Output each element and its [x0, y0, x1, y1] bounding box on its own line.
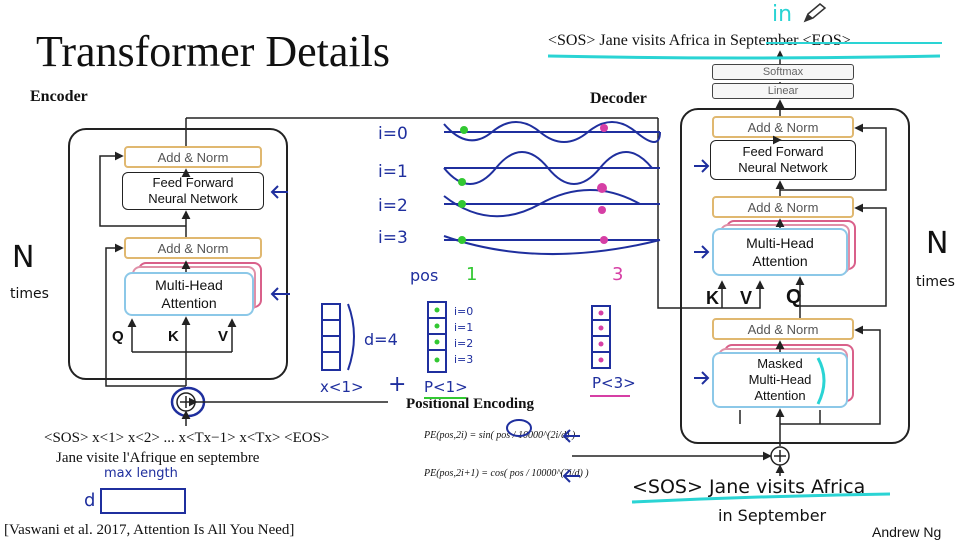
decoder-q-label: Q — [786, 286, 802, 308]
wave-markers — [458, 124, 608, 244]
encoder-input-tokens: <SOS> x<1> x<2> ... x<Tx−1> x<Tx> <EOS> — [44, 430, 330, 446]
x1-label: x<1> — [320, 378, 364, 396]
wave-label-i2: i=2 — [378, 196, 408, 216]
pos-circle — [506, 419, 532, 437]
input-matrix-box — [100, 488, 186, 514]
vector-p1-dots — [434, 307, 440, 363]
output-strikethrough — [766, 42, 942, 44]
col-label-i0: i=0 — [454, 305, 474, 318]
col-label-i2: i=2 — [454, 337, 474, 350]
decoder-masked-mha: Masked Multi-Head Attention — [712, 352, 848, 408]
wave-label-i0: i=0 — [378, 124, 408, 144]
encoder-v-label: V — [218, 328, 229, 345]
decoder-times-label: times — [916, 274, 955, 290]
d-label: d — [84, 490, 96, 511]
pe-formula-sin: PE(pos,2i) = sin( pos / 10000^(2i/d) ) — [424, 430, 576, 441]
encoder-ffn-label: Feed Forward Neural Network — [148, 175, 238, 206]
encoder-add-norm-bottom: Add & Norm — [124, 237, 262, 259]
decoder-n-label: N — [926, 226, 949, 261]
decoder-arrows — [739, 50, 887, 446]
decoder-mha-label: Multi-Head Attention — [746, 235, 814, 269]
encoder-arrows — [99, 117, 765, 387]
d-equals-label: d=4 — [364, 330, 398, 349]
positional-encoding-title: Positional Encoding — [406, 396, 534, 412]
col-label-i3: i=3 — [454, 353, 474, 366]
decoder-outer-box — [680, 108, 910, 444]
encoder-k-label: K — [168, 328, 179, 345]
vector-x1 — [321, 303, 355, 371]
pe-formula-cos: PE(pos,2i+1) = cos( pos / 10000^(2i/d) ) — [424, 468, 589, 479]
pos-label: pos — [410, 266, 439, 285]
decoder-label: Decoder — [590, 90, 647, 107]
plus-label: + — [388, 372, 407, 397]
decoder-mha: Multi-Head Attention — [712, 228, 848, 276]
decoder-output-sentence: <SOS> Jane visits Africa in September <E… — [548, 32, 851, 49]
decoder-masked-mha-label: Masked Multi-Head Attention — [748, 356, 812, 403]
decoder-add-norm-1: Add & Norm — [712, 116, 854, 138]
output-correction-in: in — [772, 2, 793, 27]
vector-p3 — [591, 305, 611, 369]
decoder-input-line1: <SOS> Jane visits Africa — [632, 476, 866, 498]
decoder-add-norm-2: Add & Norm — [712, 196, 854, 218]
decoder-k-label: K — [706, 288, 719, 308]
encoder-input-sentence: Jane visite l'Afrique en septembre — [56, 450, 260, 466]
author: Andrew Ng — [872, 524, 942, 540]
encoder-n-label: N — [12, 240, 35, 275]
pencil-icon — [802, 2, 828, 29]
citation: [Vaswani et al. 2017, Attention Is All Y… — [4, 522, 295, 538]
masked-bracket — [816, 357, 826, 405]
col-label-i1: i=1 — [454, 321, 474, 334]
encoder-mha: Multi-Head Attention — [124, 272, 254, 316]
encoder-times-label: times — [10, 286, 49, 302]
encoder-mha-label: Multi-Head Attention — [155, 277, 223, 311]
decoder-softmax: Softmax — [712, 64, 854, 80]
pos-1-label: 1 — [466, 264, 478, 285]
encoder-add-norm-top: Add & Norm — [124, 146, 262, 168]
vector-p3-dots — [598, 310, 604, 363]
slide-title: Transformer Details — [36, 27, 390, 76]
p3-label: P<3> — [592, 374, 636, 392]
positional-waves — [443, 121, 661, 256]
encoder-label: Encoder — [30, 88, 88, 105]
encoder-outer-box — [68, 128, 288, 380]
output-underline — [547, 54, 941, 60]
wave-label-i1: i=1 — [378, 162, 408, 182]
decoder-add-norm-3: Add & Norm — [712, 318, 854, 340]
encoder-ffn: Feed Forward Neural Network — [122, 172, 264, 210]
decoder-input-line2: in September — [718, 506, 827, 525]
decoder-input-underline — [631, 492, 891, 504]
max-length-label: max length — [104, 466, 178, 481]
decoder-ffn-label: Feed Forward Neural Network — [738, 144, 828, 175]
decoder-v-label: V — [740, 288, 753, 308]
encoder-q-label: Q — [112, 328, 124, 345]
decoder-linear: Linear — [712, 83, 854, 99]
vector-p1 — [427, 301, 447, 373]
p1-label: P<1> — [424, 378, 468, 396]
pos-3-label: 3 — [612, 264, 624, 285]
handwritten-arrows — [270, 159, 710, 483]
wave-label-i3: i=3 — [378, 228, 408, 248]
decoder-ffn: Feed Forward Neural Network — [710, 140, 856, 180]
